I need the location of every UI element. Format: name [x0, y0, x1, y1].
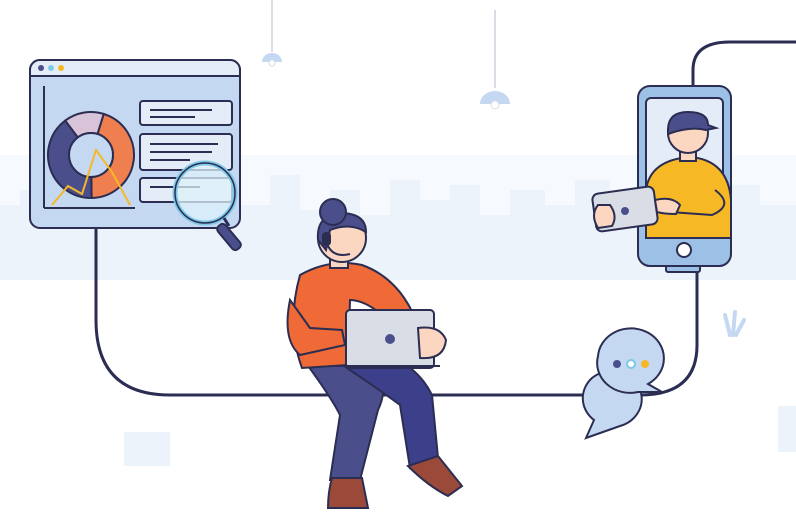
hanging-lamp-icon — [262, 0, 282, 67]
headset-icon — [322, 232, 351, 256]
phone-cable — [691, 40, 796, 86]
tablet-icon — [591, 185, 682, 233]
phone-user-figure — [645, 110, 732, 239]
seated-user-figure — [286, 198, 464, 509]
plant-sprout-icon — [723, 310, 746, 337]
side-cabinet — [778, 406, 796, 452]
side-table — [124, 432, 170, 466]
connection-cable — [94, 228, 699, 397]
hanging-lamp-icon — [480, 10, 510, 110]
donut-chart-icon — [47, 111, 135, 200]
laptop-icon — [336, 309, 448, 369]
donut-hole — [68, 132, 114, 178]
magnifier-icon — [172, 160, 242, 252]
chat-bubble-icon — [581, 327, 666, 440]
